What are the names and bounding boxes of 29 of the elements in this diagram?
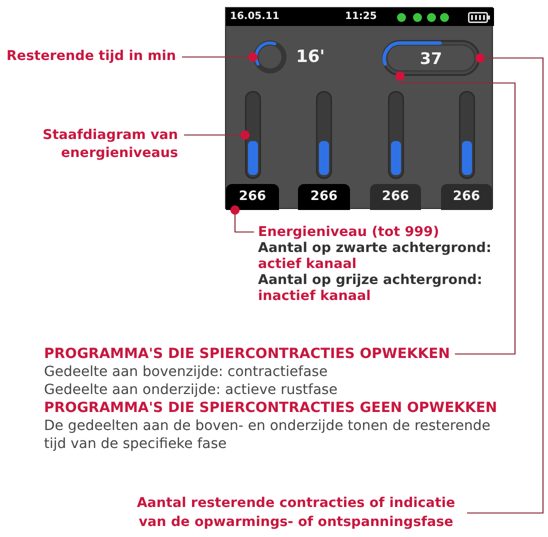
leader-line <box>184 130 250 140</box>
leader-line <box>395 71 516 355</box>
leader-line <box>467 53 544 514</box>
level-counter: 266 <box>226 184 279 210</box>
callout-text: actief kanaal <box>258 256 356 272</box>
callout-label: Staafdiagram van energieniveaus <box>38 126 178 162</box>
time-value: 16' <box>296 48 325 67</box>
section-heading: PROGRAMMA'S DIE SPIERCONTRACTIES GEEN OPWEKKEN <box>44 399 498 417</box>
callout-text: Aantal op zwarte achtergrond: <box>258 240 492 256</box>
date-text: 16.05.11 <box>230 10 280 24</box>
callout-text: Aantal op grijze achtergrond: <box>258 272 482 288</box>
leader-line <box>230 205 254 233</box>
body-text: Gedeelte aan onderzijde: actieve rustfase <box>44 381 338 399</box>
callout-text: Energieniveau (tot 999) <box>258 224 440 240</box>
level-counter: 266 <box>370 184 421 210</box>
counter-pill: 37 <box>382 40 480 76</box>
clock-text: 11:25 <box>345 10 377 24</box>
level-counter: 266 <box>298 184 350 210</box>
section-heading: PROGRAMMA'S DIE SPIERCONTRACTIES OPWEKKEN <box>44 345 450 363</box>
callout-text: inactief kanaal <box>258 288 371 304</box>
leader-line <box>182 52 258 62</box>
device-screen <box>225 7 493 209</box>
level-counter: 266 <box>441 184 492 210</box>
timer-ring <box>253 40 287 74</box>
body-text: De gedeelten aan de boven- en onderzijde tonen de resterende tijd van de specifieke fase <box>44 417 492 453</box>
status-bar <box>226 8 494 26</box>
callout-label: Resterende tijd in min <box>6 48 176 64</box>
body-text: Gedeelte aan bovenzijde: contractiefase <box>44 363 328 381</box>
callout-label: Aantal resterende contracties of indicatie van de opwarmings- of ontspanningsfase <box>131 494 461 532</box>
